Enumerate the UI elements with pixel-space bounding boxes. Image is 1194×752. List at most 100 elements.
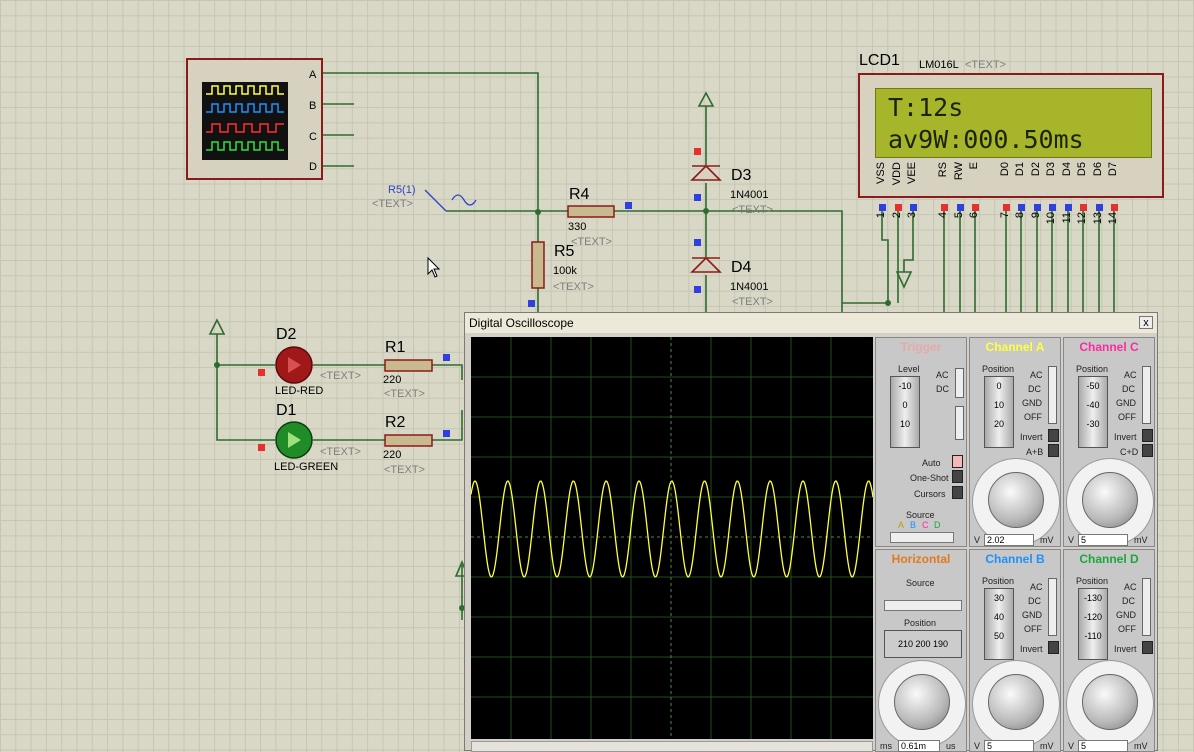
lcd-pin-label: RW <box>953 162 965 181</box>
lcd-pin-label: RS <box>937 162 949 178</box>
r1-value: 220 <box>383 374 402 386</box>
lcd-pin-label: D7 <box>1107 162 1119 177</box>
channel-d-coupling-switch[interactable] <box>1142 578 1151 636</box>
lcd-pin-label: VEE <box>906 162 918 185</box>
channel-d-position-scale[interactable]: -130 -120 -110 <box>1078 588 1108 660</box>
scope-pin-c: C <box>309 131 317 143</box>
ch-c-cd-toggle[interactable] <box>1142 444 1153 457</box>
oscilloscope-window[interactable]: Digital Oscilloscope x Trigger Leve <box>464 312 1158 752</box>
horizontal-position-label: Position <box>904 618 937 628</box>
ch-a-volts-knob[interactable] <box>988 472 1044 528</box>
cursors-toggle[interactable] <box>952 486 963 499</box>
lcd-pin-number: 7 <box>999 212 1011 219</box>
r5-1-text: <TEXT> <box>372 198 413 210</box>
ch-a-off: OFF <box>1024 412 1042 422</box>
ch-c-gnd: GND <box>1116 398 1136 408</box>
ch-a-invert-label: Invert <box>1020 432 1043 442</box>
horizontal-time-knob[interactable] <box>894 674 950 730</box>
r2-value: 220 <box>383 449 402 461</box>
ch-c-unit-v: V <box>1068 535 1075 545</box>
ch-b-scale-top: 30 <box>993 593 1004 603</box>
ch-c-invert-toggle[interactable] <box>1142 429 1153 442</box>
ch-d-volts-field[interactable]: 5 <box>1078 740 1128 752</box>
ch-d-volts-knob[interactable] <box>1082 674 1138 730</box>
ch-a-ab-label: A+B <box>1026 447 1044 457</box>
channel-b-coupling-switch[interactable] <box>1048 578 1057 636</box>
channel-d-title: Channel D <box>1079 552 1139 566</box>
one-shot-toggle[interactable] <box>952 470 963 483</box>
horizontal-source-label: Source <box>906 578 935 588</box>
horizontal-unit-us: us <box>946 741 956 751</box>
d4-text: <TEXT> <box>732 296 773 308</box>
r1-text: <TEXT> <box>384 388 425 400</box>
trigger-source-slider[interactable] <box>890 532 954 543</box>
d4-ref: D4 <box>731 259 752 276</box>
trigger-source-d: D <box>934 520 941 530</box>
channel-b-position-scale[interactable]: 30 40 50 <box>984 588 1014 660</box>
horizontal-position-scale[interactable]: 210 200 190 <box>884 630 962 658</box>
lcd-pin-label: D3 <box>1045 162 1057 177</box>
trigger-source-b: B <box>910 520 917 530</box>
trigger-level-scale[interactable]: -10 0 10 <box>890 376 920 448</box>
channel-c-title: Channel C <box>1079 340 1139 354</box>
ch-b-volts-field[interactable]: 5 <box>984 740 1034 752</box>
resistor-r2 <box>384 434 433 447</box>
lcd-pin-label: E <box>968 162 980 170</box>
d2-ref: D2 <box>276 326 297 343</box>
ch-a-volts-field[interactable]: 2.02 <box>984 534 1034 546</box>
ch-b-volts-knob[interactable] <box>988 674 1044 730</box>
channel-a-panel: Channel A Position 0 10 20 AC DC GND OFF… <box>969 337 1061 547</box>
ch-d-invert-toggle[interactable] <box>1142 641 1153 654</box>
lcd-pin-number: 1 <box>875 212 887 219</box>
horizontal-title: Horizontal <box>891 552 951 566</box>
channel-c-position-scale[interactable]: -50 -40 -30 <box>1078 376 1108 448</box>
trigger-auto-toggle[interactable] <box>952 455 963 468</box>
horizontal-time-field[interactable]: 0.61m <box>898 740 940 752</box>
ch-d-unit-v: V <box>1068 741 1075 751</box>
channel-a-position-label: Position <box>982 364 1015 374</box>
lcd-pin-number: 2 <box>891 212 903 219</box>
scope-pin-d: D <box>309 161 317 173</box>
ch-c-dc: DC <box>1122 384 1135 394</box>
d1-text: <TEXT> <box>320 446 361 458</box>
lcd-line-1: T:12s <box>888 93 964 122</box>
cursors-label: Cursors <box>914 489 946 499</box>
lcd-pin-number: 3 <box>906 212 918 219</box>
close-button[interactable]: x <box>1139 316 1153 329</box>
oscilloscope-component[interactable]: A B C D <box>186 58 323 180</box>
ch-d-unit-mv: mV <box>1134 741 1148 751</box>
ch-c-volts-field[interactable]: 5 <box>1078 534 1128 546</box>
oscilloscope-title-bar[interactable]: Digital Oscilloscope <box>465 313 1157 333</box>
ch-b-dc: DC <box>1028 596 1041 606</box>
channel-a-coupling-switch[interactable] <box>1048 366 1057 424</box>
d1-ref: D1 <box>276 402 297 419</box>
ch-a-ab-toggle[interactable] <box>1048 444 1059 457</box>
ch-c-scale-top: -50 <box>1086 381 1100 391</box>
lcd-pin-number: 9 <box>1030 212 1042 219</box>
lcd-module[interactable]: T:12s av9W:000.50ms <box>858 73 1164 198</box>
lcd-pin-label: D0 <box>999 162 1011 177</box>
horizontal-source-slider[interactable] <box>884 600 962 611</box>
channel-c-coupling-switch[interactable] <box>1142 366 1151 424</box>
lcd-pin-label: D6 <box>1092 162 1104 177</box>
lcd-pin-label: D4 <box>1061 162 1073 177</box>
channel-c-position-label: Position <box>1076 364 1109 374</box>
ch-d-scale-bottom: -110 <box>1084 631 1102 641</box>
ch-a-scale-mid: 10 <box>993 400 1004 410</box>
resistor-r5 <box>531 241 545 289</box>
ch-c-off: OFF <box>1118 412 1136 422</box>
ch-a-invert-toggle[interactable] <box>1048 429 1059 442</box>
ch-b-invert-toggle[interactable] <box>1048 641 1059 654</box>
r5-ref: R5 <box>554 243 575 260</box>
ch-c-volts-knob[interactable] <box>1082 472 1138 528</box>
d4-value: 1N4001 <box>730 281 769 293</box>
ch-b-scale-mid: 40 <box>993 612 1004 622</box>
horizontal-scrollbar[interactable] <box>471 741 873 752</box>
trigger-coupling-switch[interactable] <box>955 368 964 398</box>
trigger-edge-switch[interactable] <box>955 406 964 440</box>
lcd-pin-number: 14 <box>1107 212 1119 225</box>
channel-a-position-scale[interactable]: 0 10 20 <box>984 376 1014 448</box>
trigger-panel: Trigger Level -10 0 10 AC DC Auto One-Sh… <box>875 337 967 547</box>
scope-pin-b: B <box>309 100 317 112</box>
